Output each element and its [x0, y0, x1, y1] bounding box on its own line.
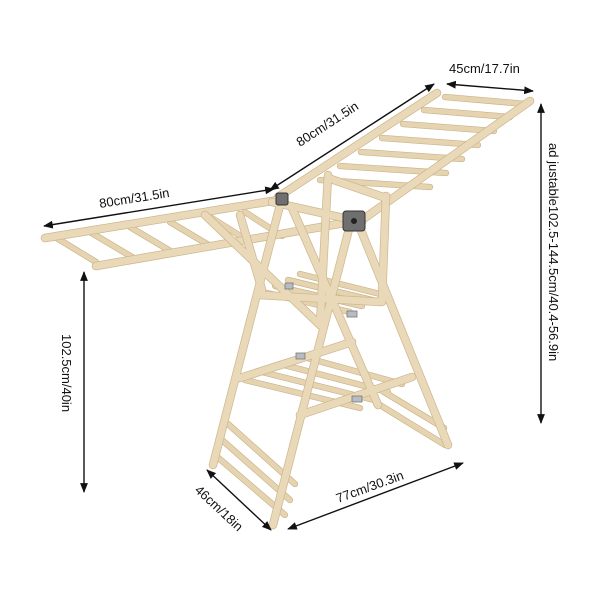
right-wing-arrow — [269, 83, 435, 191]
top-width-arrow — [446, 80, 534, 95]
depth-label: 46cm/18in — [192, 482, 246, 534]
base-length-label: 77cm/30.3in — [334, 467, 406, 505]
shelf-clip — [351, 395, 363, 403]
hinge-joints — [275, 192, 366, 403]
rack-legs — [200, 170, 453, 530]
shelf-clip — [346, 310, 358, 318]
shelf-clip — [284, 282, 294, 290]
left-hinge-joint — [275, 192, 289, 206]
base-height-label: 102.5cm/40in — [59, 334, 74, 412]
depth-arrow — [206, 469, 272, 531]
shelf-clip — [295, 352, 306, 360]
right-wing-label: 80cm/31.5in — [293, 98, 361, 149]
left-wing-arrow — [43, 186, 275, 229]
hinge-bolt — [351, 218, 357, 224]
adjustable-height-label: ad justable102.5-144.5cm/40.4-56.9in — [546, 143, 561, 361]
top-width-label: 45cm/17.7in — [449, 61, 520, 76]
base-length-arrow — [287, 462, 464, 530]
drying-rack — [40, 88, 535, 530]
